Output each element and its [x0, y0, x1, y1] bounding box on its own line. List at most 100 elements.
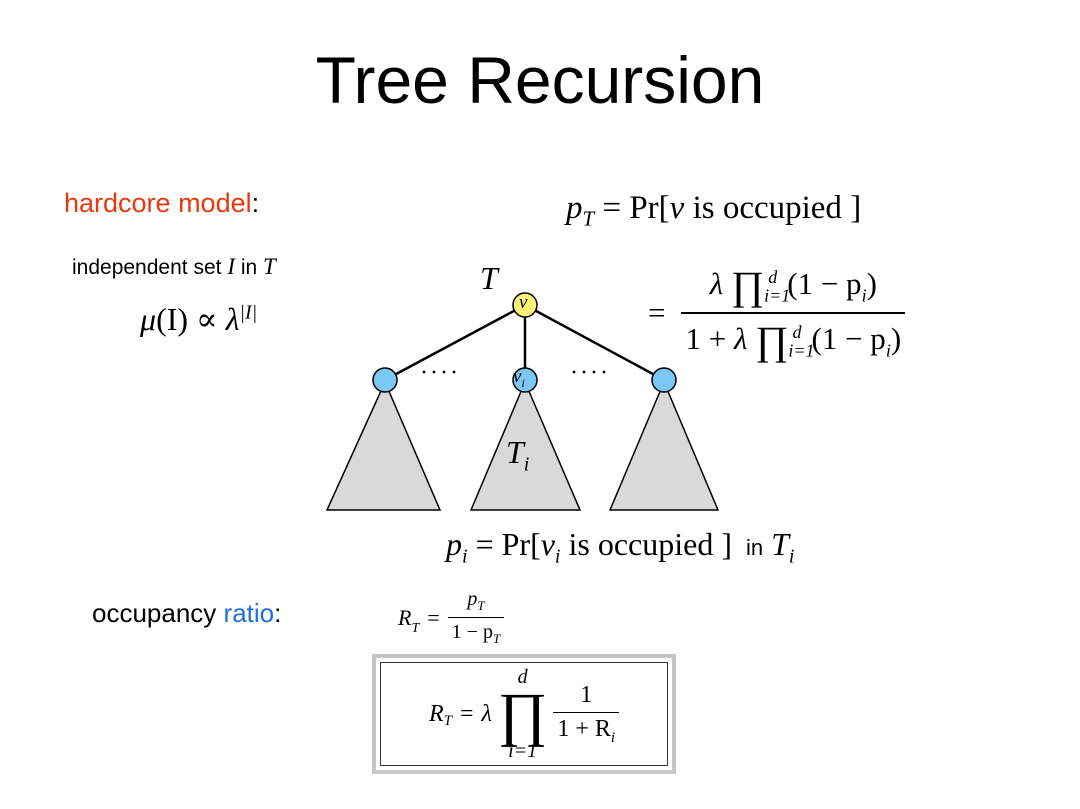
boxed-prod-lower: i=1	[508, 740, 538, 762]
pi-close: ]	[721, 526, 732, 562]
pT-pr: Pr[	[629, 190, 670, 226]
middle-subtree	[469, 380, 582, 511]
subtree-T: T	[506, 434, 524, 470]
tree-root-label: T	[480, 260, 498, 296]
num-factor-close: )	[866, 266, 877, 302]
ratio-word: ratio	[223, 598, 275, 628]
boxed-den-text: 1 + R	[557, 715, 611, 742]
independent-set-symbol: I	[227, 254, 235, 279]
ratio-den-sub: T	[492, 631, 501, 646]
den-prod: ∏	[755, 318, 789, 363]
hardcore-colon: :	[251, 188, 260, 218]
ratio-denominator: 1 − pT	[447, 617, 505, 647]
pi-tree: T	[771, 526, 789, 562]
boxed-R: R	[428, 700, 444, 727]
ratio-equals: =	[427, 604, 440, 630]
edge-right	[524, 303, 665, 382]
edge-left	[384, 303, 526, 382]
mu-symbol: μ	[140, 301, 157, 337]
ratio-num-p: p	[467, 588, 478, 610]
root-recursion-formula: = λ ∏i=1d(1 − pi) 1 + λ ∏i=1d(1 − pi)	[648, 262, 906, 364]
slide-title: Tree Recursion	[315, 43, 765, 117]
pT-p: p	[566, 190, 583, 226]
right-dots: ····	[570, 360, 610, 386]
boxed-fraction: 1 1 + Ri	[553, 681, 620, 747]
lambda-exponent: |I|	[239, 301, 258, 324]
ratio-fraction: pT 1 − pT	[447, 588, 505, 647]
den-one-plus: 1 +	[685, 321, 734, 357]
pT-occupied-text: is occupied	[684, 190, 851, 226]
num-prod: ∏	[730, 263, 765, 308]
boxed-den-sub: i	[610, 729, 616, 746]
den-factor: (1 − p	[811, 321, 886, 357]
occupancy-word: occupancy	[92, 598, 217, 628]
independent-set-label: independent set I in T	[72, 254, 276, 280]
num-factor: (1 − p	[787, 266, 862, 302]
left-dots: ····	[420, 360, 460, 386]
ratio-R-sub: T	[411, 621, 420, 636]
num-prod-sub: i=1	[764, 285, 791, 306]
mid-node-v: v	[513, 366, 522, 387]
subtree-label: Ti	[506, 434, 529, 476]
pi-p: p	[446, 526, 462, 562]
num-lambda: λ	[709, 266, 724, 302]
gibbs-measure-formula: μ(I) ∝ λ|I|	[140, 300, 257, 338]
boxed-product: d ∏ i=1	[498, 667, 547, 761]
root-node-label: v	[519, 292, 528, 313]
left-child-node	[372, 367, 398, 393]
ratio-colon: :	[274, 598, 282, 628]
pi-tree-sub: i	[788, 545, 795, 568]
subtree-sub: i	[523, 453, 530, 476]
middle-node-label: vi	[513, 366, 525, 391]
den-lambda: λ	[733, 321, 748, 357]
den-factor-close: )	[890, 321, 902, 357]
lambda-symbol: λ	[225, 301, 240, 337]
mid-node-sub: i	[521, 375, 525, 390]
num-factor-sub: i	[861, 285, 867, 306]
num-prod-sup: d	[768, 266, 778, 287]
boxed-numerator: 1	[580, 681, 593, 708]
pT-sub: T	[582, 206, 595, 231]
den-prod-sup: d	[792, 321, 802, 342]
ratio-R: R	[398, 604, 412, 630]
pi-equals: =	[475, 526, 494, 562]
pi-occupied-text: is occupied	[560, 526, 722, 562]
middle-child-node	[512, 367, 538, 393]
boxed-denominator: 1 + Ri	[553, 711, 620, 747]
pi-v: v	[540, 526, 555, 562]
boxed-lambda: λ	[481, 700, 492, 727]
mu-arg: (I)	[156, 301, 189, 337]
child-occupancy-formula: pi = Pr[vi is occupied ] in Ti	[446, 526, 794, 568]
den-prod-sub: i=1	[788, 340, 815, 361]
independent-set-mid: in	[240, 256, 258, 279]
pT-close: ]	[850, 190, 862, 226]
right-subtree	[608, 380, 720, 511]
recursion-fraction: λ ∏i=1d(1 − pi) 1 + λ ∏i=1d(1 − pi)	[681, 262, 906, 364]
ratio-numerator: pT	[463, 588, 488, 617]
hardcore-model-text: hardcore model	[64, 188, 252, 218]
recursion-equals: =	[648, 295, 666, 330]
pT-equals: =	[602, 190, 622, 226]
right-child-node	[651, 367, 677, 393]
proportional-symbol: ∝	[196, 301, 218, 337]
ratio-num-sub: T	[477, 598, 485, 613]
left-subtree	[325, 380, 442, 511]
independent-set-tree: T	[263, 254, 276, 279]
pT-v: v	[669, 190, 685, 226]
pi-pr: Pr[	[501, 526, 541, 562]
hardcore-model-label: hardcore model:	[64, 188, 259, 219]
pi-v-sub: i	[554, 545, 561, 568]
boxed-equals: =	[459, 700, 474, 727]
pi-sub: i	[462, 545, 468, 568]
root-node	[512, 292, 538, 318]
occupancy-ratio-label: occupancy ratio:	[92, 598, 281, 629]
independent-set-prefix: independent set	[72, 256, 222, 279]
boxed-prod-upper: d	[517, 666, 528, 688]
den-factor-sub: i	[885, 340, 891, 361]
boxed-prod-symbol: ∏	[497, 681, 548, 747]
boxed-R-sub: T	[443, 712, 452, 729]
